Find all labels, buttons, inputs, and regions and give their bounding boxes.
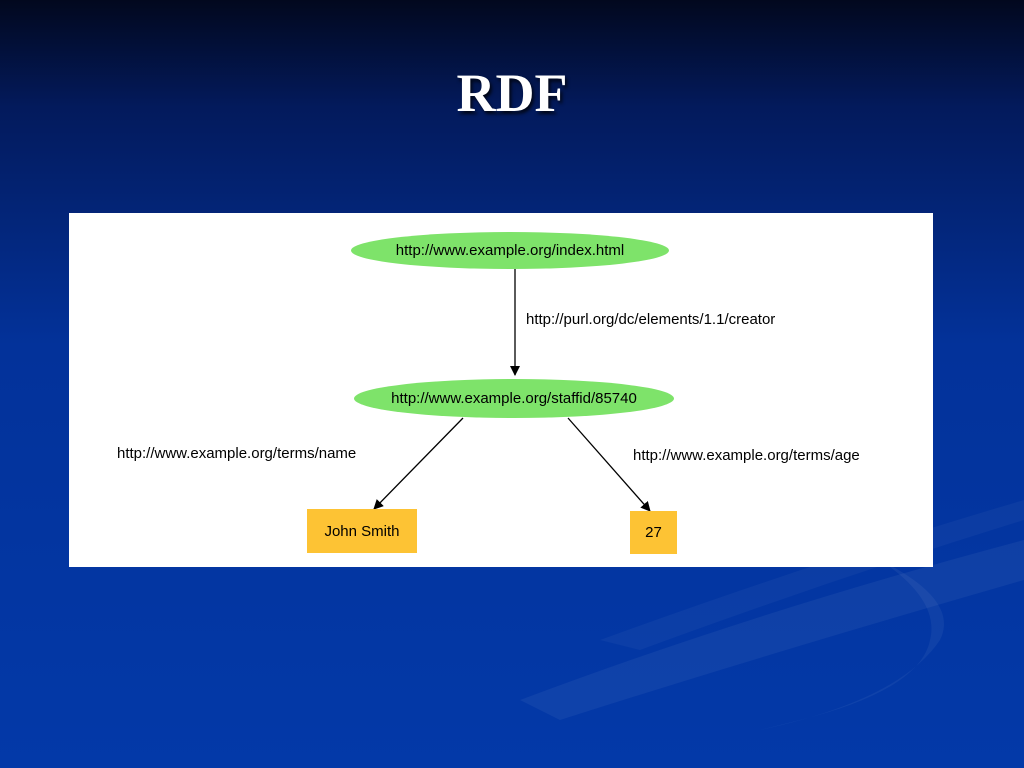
age-edge-label: http://www.example.org/terms/age bbox=[633, 447, 860, 464]
name-literal-label: John Smith bbox=[324, 522, 400, 540]
staff-node: http://www.example.org/staffid/85740 bbox=[354, 379, 674, 418]
name-edge-line bbox=[373, 417, 464, 510]
slide-title: RDF bbox=[456, 63, 568, 123]
age-literal-label: 27 bbox=[645, 524, 662, 541]
name-literal-node: John Smith bbox=[307, 509, 417, 553]
resource-node: http://www.example.org/index.html bbox=[351, 232, 669, 269]
age-edge-line bbox=[567, 417, 651, 512]
diagram-edges bbox=[373, 269, 651, 512]
name-edge-label: http://www.example.org/terms/name bbox=[117, 445, 357, 462]
resource-node-label: http://www.example.org/index.html bbox=[395, 242, 625, 259]
creator-edge-label: http://purl.org/dc/elements/1.1/creator bbox=[526, 311, 776, 328]
age-literal-node: 27 bbox=[630, 511, 677, 554]
staff-node-label: http://www.example.org/staffid/85740 bbox=[391, 390, 637, 407]
rdf-diagram: http://www.example.org/index.html http:/… bbox=[69, 213, 933, 567]
